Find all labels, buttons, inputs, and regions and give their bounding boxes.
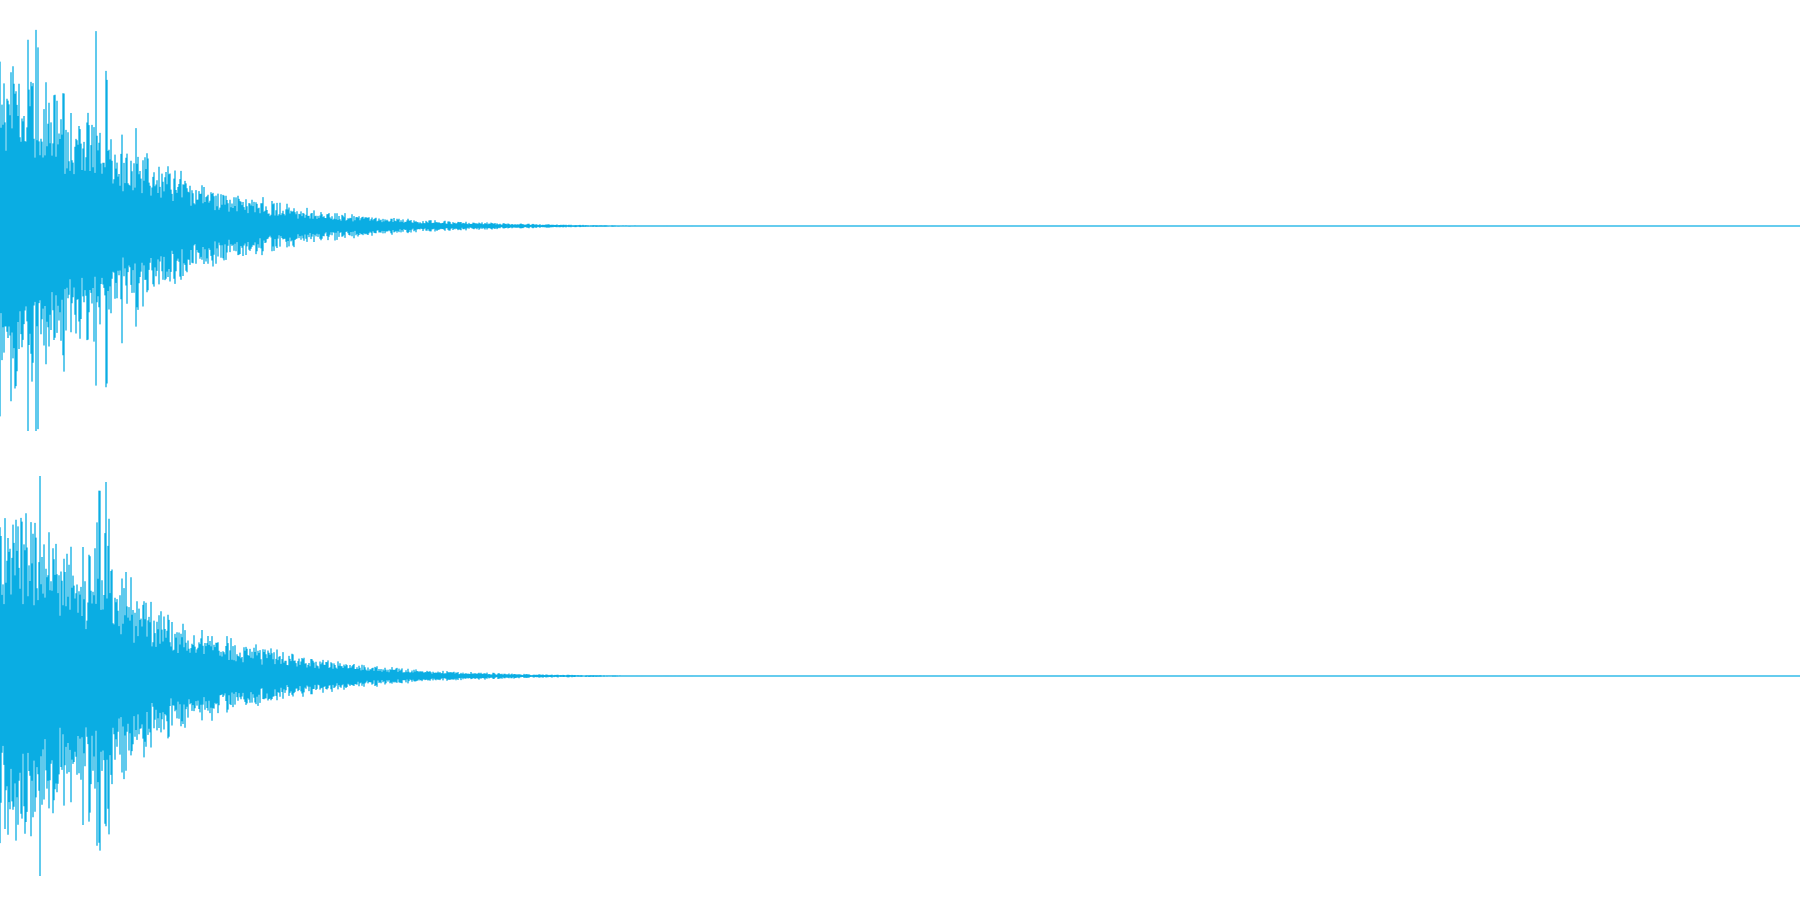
channel-1-waveform: [0, 29, 1800, 431]
channel-waveform-body: [0, 29, 693, 431]
channel-waveform-body: [0, 476, 693, 876]
channel-2-waveform: [0, 476, 1800, 876]
